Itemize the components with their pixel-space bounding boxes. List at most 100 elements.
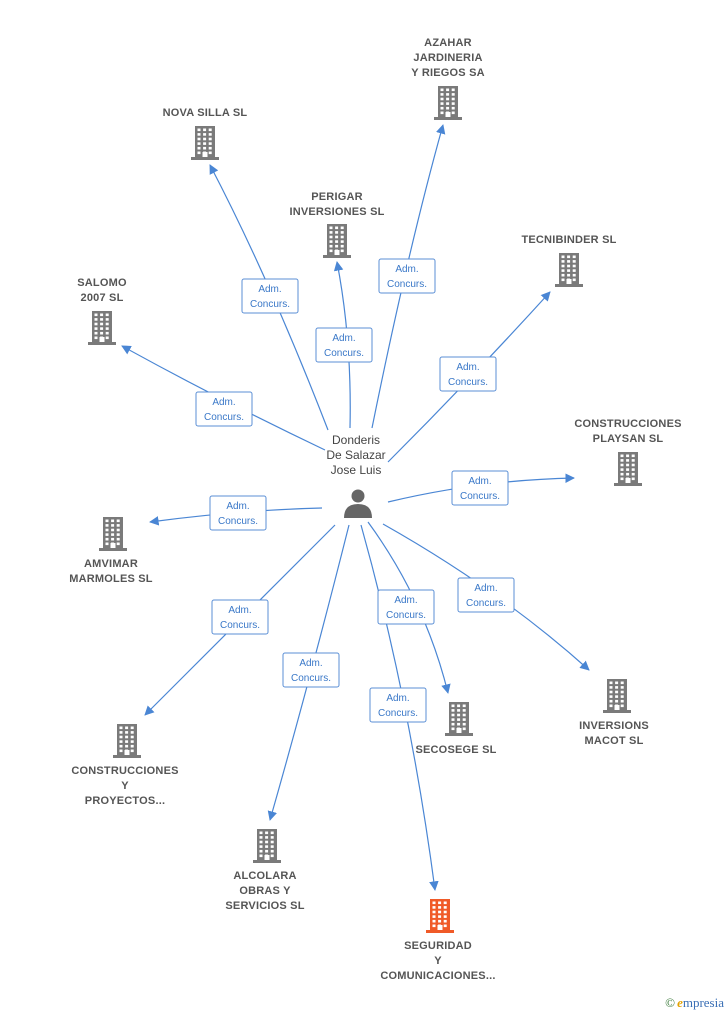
edge-label-nova[interactable]: Adm.Concurs. <box>241 278 299 314</box>
copyright-symbol: © <box>665 995 676 1010</box>
edge-label-azahar[interactable]: Adm. Concurs. <box>378 258 436 294</box>
edge-label-line: Adm. <box>386 693 409 704</box>
company-label[interactable]: SALOMO 2007 SL <box>77 277 127 304</box>
company-label-line: NOVA SILLA SL <box>163 107 248 119</box>
edge-label-line: Adm. <box>212 397 235 408</box>
company-label-line: MACOT SL <box>584 735 643 747</box>
company-label-line: 2007 SL <box>81 292 124 304</box>
edge-label-construcciones[interactable]: Adm. Concurs. <box>211 599 269 635</box>
brand-initial: e <box>677 995 683 1010</box>
building-icon[interactable] <box>434 86 462 120</box>
edge-label-line: Adm. <box>332 333 355 344</box>
building-icon[interactable] <box>426 899 454 933</box>
company-node-nova[interactable]: NOVA SILLA SL <box>163 107 248 160</box>
person-icon[interactable] <box>344 489 372 519</box>
company-label-line: Y RIEGOS SA <box>411 67 485 79</box>
company-label-line: PLAYSAN SL <box>593 433 664 445</box>
edge-label-alcolara[interactable]: Adm. Concurs. <box>282 652 340 688</box>
edge-label-line: Concurs. <box>460 491 500 502</box>
company-label[interactable]: SECOSEGE SL <box>415 744 496 756</box>
company-label-line: SALOMO <box>77 277 127 289</box>
company-label-line: MARMOLES SL <box>69 573 153 585</box>
company-label-line: PROYECTOS... <box>85 795 165 807</box>
company-label-line: JARDINERIA <box>413 52 482 64</box>
edge-label-macot[interactable]: Adm. Concurs. <box>457 577 515 613</box>
company-label-line: CONSTRUCCIONES <box>71 765 178 777</box>
edge-label-line: Concurs. <box>448 377 488 388</box>
edge-label-line: Adm. <box>474 583 497 594</box>
company-label-line: AZAHAR <box>424 37 472 49</box>
company-label-line: CONSTRUCCIONES <box>574 418 681 430</box>
building-icon[interactable] <box>445 702 473 736</box>
edge-label-line: Concurs. <box>387 279 427 290</box>
company-label-line: SECOSEGE SL <box>415 744 496 756</box>
company-node-secosege[interactable]: SECOSEGE SL <box>415 702 496 756</box>
footer-brand: ©empresia <box>665 995 724 1011</box>
brand-name: mpresia <box>682 995 724 1010</box>
building-icon[interactable] <box>603 679 631 713</box>
edge-label-line: Adm. <box>228 605 251 616</box>
company-label-line: Y <box>434 955 442 967</box>
edge-label-line: Concurs. <box>324 348 364 359</box>
edge-label-perigar[interactable]: Adm. Concurs. <box>315 327 373 363</box>
building-icon[interactable] <box>191 126 219 160</box>
company-node-macot[interactable]: INVERSIONS MACOT SL <box>579 679 649 747</box>
company-label[interactable]: AZAHAR JARDINERIA Y RIEGOS SA <box>411 37 485 79</box>
edge-label-seguridad[interactable]: Adm. Concurs. <box>369 687 427 723</box>
company-label[interactable]: INVERSIONS MACOT SL <box>579 720 649 747</box>
edge-label-tecnibinder[interactable]: Adm. Concurs. <box>439 356 497 392</box>
edge-label-line: Adm. <box>226 501 249 512</box>
edge-label-line: Concurs. <box>466 598 506 609</box>
company-label-line: Y <box>121 780 129 792</box>
company-node-salomo[interactable]: SALOMO 2007 SL <box>77 277 127 345</box>
company-node-tecnibinder[interactable]: TECNIBINDER SL <box>521 234 616 287</box>
company-node-construcciones[interactable]: CONSTRUCCIONES Y PROYECTOS... <box>71 724 178 807</box>
building-icon[interactable] <box>99 517 127 551</box>
edge-label-amvimar[interactable]: Adm. Concurs. <box>209 495 267 531</box>
company-node-playsan[interactable]: CONSTRUCCIONES PLAYSAN SL <box>574 418 681 486</box>
building-icon[interactable] <box>113 724 141 758</box>
edge-label-line: Adm. <box>395 264 418 275</box>
company-label[interactable]: NOVA SILLA SL <box>163 107 248 119</box>
company-label[interactable]: CONSTRUCCIONES PLAYSAN SL <box>574 418 681 445</box>
company-label-line: COMUNICACIONES... <box>380 970 495 982</box>
edge-label-playsan[interactable]: Adm. Concurs. <box>451 470 509 506</box>
edge-label-line: Adm. <box>299 658 322 669</box>
edge-label-line: Concurs. <box>204 412 244 423</box>
edge-label-line: Concurs. <box>386 610 426 621</box>
company-label[interactable]: CONSTRUCCIONES Y PROYECTOS... <box>71 765 178 807</box>
company-node-azahar[interactable]: AZAHAR JARDINERIA Y RIEGOS SA <box>411 37 485 120</box>
edge-label-line: Adm. <box>456 362 479 373</box>
edge-label-line: Concurs. <box>378 708 418 719</box>
company-label-line: SERVICIOS SL <box>225 900 304 912</box>
company-label[interactable]: ALCOLARA OBRAS Y SERVICIOS SL <box>225 870 304 912</box>
building-icon[interactable] <box>88 311 116 345</box>
building-icon[interactable] <box>614 452 642 486</box>
edge-label-salomo[interactable]: Adm. Concurs. <box>195 391 253 427</box>
building-icon[interactable] <box>253 829 281 863</box>
edge-label-line: Concurs. <box>250 299 290 310</box>
company-label-line: PERIGAR <box>311 191 363 203</box>
company-label-line: ALCOLARA <box>233 870 296 882</box>
company-label-line: INVERSIONS <box>579 720 649 732</box>
company-label-line: OBRAS Y <box>239 885 291 897</box>
company-node-alcolara[interactable]: ALCOLARA OBRAS Y SERVICIOS SL <box>225 829 304 912</box>
edge-label-line: Concurs. <box>291 673 331 684</box>
edge-label-line: Concurs. <box>218 516 258 527</box>
company-label[interactable]: TECNIBINDER SL <box>521 234 616 246</box>
edge-label-secosege[interactable]: Adm. Concurs. <box>377 589 435 625</box>
building-icon[interactable] <box>323 224 351 258</box>
edge-label-line: Adm. <box>394 595 417 606</box>
edge-label-line: Concurs. <box>220 620 260 631</box>
person-name-line: Donderis <box>332 433 380 447</box>
building-icon[interactable] <box>555 253 583 287</box>
edge-label-line: Adm. <box>468 476 491 487</box>
